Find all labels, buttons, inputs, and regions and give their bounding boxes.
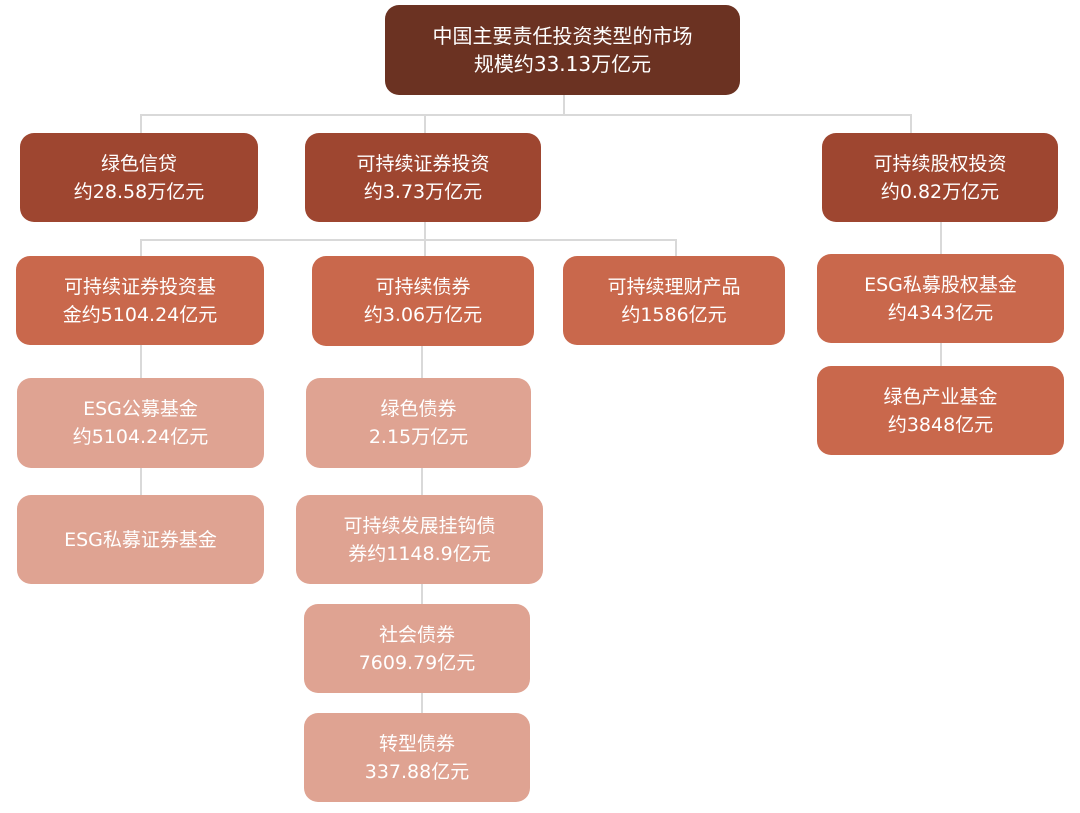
connector <box>675 239 677 256</box>
node-label: 社会债券 <box>378 623 455 646</box>
node-green-bonds: 绿色债券 2.15万亿元 <box>306 378 531 468</box>
node-sustainable-equity: 可持续股权投资 约0.82万亿元 <box>822 133 1058 222</box>
node-label: 绿色债券 <box>380 398 457 420</box>
node-value: 约3848亿元 <box>887 413 994 436</box>
connector <box>910 114 912 133</box>
root-title: 中国主要责任投资类型的市场 <box>432 24 693 48</box>
node-sustainable-securities: 可持续证券投资 约3.73万亿元 <box>305 133 541 222</box>
connector <box>424 114 426 133</box>
node-sustainable-bonds: 可持续债券 约3.06万亿元 <box>312 256 534 346</box>
connector <box>140 114 142 133</box>
node-value: 约5104.24亿元 <box>72 426 209 448</box>
node-label: 转型债券 <box>378 732 455 755</box>
node-esg-pe-fund: ESG私募股权基金 约4343亿元 <box>817 254 1064 343</box>
node-label: 可持续证券投资基 <box>63 275 216 298</box>
root-node: 中国主要责任投资类型的市场 规模约33.13万亿元 <box>385 5 740 95</box>
node-label: 绿色产业基金 <box>883 385 998 408</box>
node-securities-fund: 可持续证券投资基 金约5104.24亿元 <box>16 256 264 345</box>
node-label: 绿色信贷 <box>100 152 177 175</box>
node-label: ESG公募基金 <box>83 398 198 420</box>
node-green-industry-fund: 绿色产业基金 约3848亿元 <box>817 366 1064 455</box>
node-label: 可持续理财产品 <box>607 275 741 298</box>
node-value: 约1586亿元 <box>621 303 727 326</box>
connector <box>140 239 142 256</box>
node-value: 约0.82万亿元 <box>880 180 1000 203</box>
node-value: 券约1148.9亿元 <box>348 542 491 565</box>
node-wealth-products: 可持续理财产品 约1586亿元 <box>563 256 785 345</box>
node-value: 约3.73万亿元 <box>363 180 483 203</box>
node-value: 7609.79亿元 <box>358 651 476 674</box>
root-value: 规模约33.13万亿元 <box>473 52 652 76</box>
node-green-credit: 绿色信贷 约28.58万亿元 <box>20 133 258 222</box>
node-value: 2.15万亿元 <box>368 426 469 448</box>
node-value: 337.88亿元 <box>364 760 470 783</box>
node-label: 可持续证券投资 <box>356 152 490 175</box>
node-value: 约4343亿元 <box>887 301 994 324</box>
node-label: ESG私募股权基金 <box>864 273 1017 296</box>
node-value: 约3.06万亿元 <box>363 304 483 326</box>
node-value: 约28.58万亿元 <box>73 180 205 203</box>
node-label: 可持续债券 <box>375 276 471 298</box>
connector <box>940 343 942 366</box>
node-social-bonds: 社会债券 7609.79亿元 <box>304 604 530 693</box>
connector <box>563 95 565 115</box>
node-label: 可持续发展挂钩债 <box>343 514 496 537</box>
node-esg-private-securities-fund: ESG私募证券基金 <box>17 495 264 584</box>
node-value: 金约5104.24亿元 <box>62 303 218 326</box>
node-label: 可持续股权投资 <box>873 152 1007 175</box>
node-esg-public-fund: ESG公募基金 约5104.24亿元 <box>17 378 264 468</box>
node-sll-bonds: 可持续发展挂钩债 券约1148.9亿元 <box>296 495 543 584</box>
connector <box>940 222 942 254</box>
connector <box>140 239 676 241</box>
node-transition-bonds: 转型债券 337.88亿元 <box>304 713 530 802</box>
connector <box>140 114 911 116</box>
node-label: ESG私募证券基金 <box>64 528 217 551</box>
